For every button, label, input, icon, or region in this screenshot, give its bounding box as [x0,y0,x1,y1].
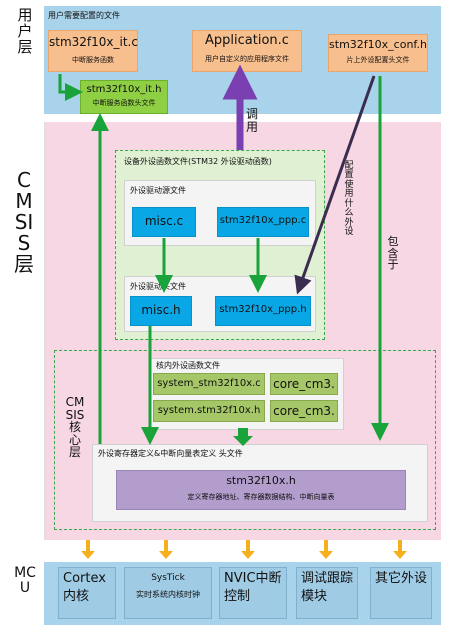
register-def-title: 外设寄存器定义&中断向量表定义 头文件 [98,449,243,458]
file-stm32f10x-it-c: stm32f10x_it.c 中断服务函数 [48,30,138,72]
device-driver-title: 设备外设函数文件(STM32 外设驱动函数) [124,157,272,166]
user-layer-caption: 用户需要配置的文件 [48,11,120,20]
file-desc: 用户自定义的应用程序文件 [205,55,289,63]
cmsis-core-label: CMSIS核心层 [65,395,85,460]
file-stm32f10x-h: stm32f10x.h 定义寄存器地址、寄存器数据结构、中断向量表 [116,470,406,510]
systick-title: SysTick [151,573,185,583]
file-core-cm3-c: core_cm3. [270,373,338,395]
arrow-itc-to-ith [58,74,83,101]
call-label: 调用 [245,107,258,134]
arrow-configure [294,75,376,295]
mcu-nvic: NVIC中断控制 [219,567,287,619]
arrow-core-to-regdef-head [233,436,253,446]
mcu-cortex-core: Cortex内核 [58,567,116,619]
cmsis-core-group [54,350,436,530]
mcu-debug: 调试跟踪模块 [296,567,358,619]
file-desc: 中断服务函数 [72,56,114,64]
file-name: stm32f10x.h [226,474,296,487]
file-name: stm32f10x_conf.h [329,38,427,51]
file-name: Application.c [205,33,289,48]
arrow-core-to-regdef-shaft [238,428,248,436]
mcu-other-peripherals: 其它外设 [370,567,432,619]
file-core-cm3-h: core_cm3. [270,400,338,422]
file-stm32f10x-ppp-h: stm32f10x_ppp.h [215,296,311,326]
file-misc-h: misc.h [130,296,192,326]
file-desc: 定义寄存器地址、寄存器数据结构、中断向量表 [187,493,335,501]
configure-label: 配置使用什么外设 [344,161,354,238]
file-stm32f10x-it-h: stm32f10x_it.h 中断服务函数头文件 [80,80,168,114]
mcu-arrows [81,540,407,559]
core-peripheral-title: 核内外设函数文件 [156,361,220,370]
user-layer-label: 用户层 [17,6,33,56]
mcu-layer-label: MCU [14,565,36,596]
driver-source-title: 外设驱动源文件 [130,186,186,195]
systick-desc: 实时系统内核时钟 [136,590,200,600]
include-label: 包含于 [387,235,399,272]
file-system-stm32f10x-c: system_stm32f10x.c [153,373,265,395]
file-system-stm32f10x-h: system.stm32f10x.h [153,400,265,422]
file-desc: 片上外设配置头文件 [346,56,410,64]
file-misc-c: misc.c [132,207,196,237]
file-name: stm32f10x_it.h [86,84,162,95]
cmsis-layer-label: CMSIS层 [14,168,34,276]
file-stm32f10x-ppp-c: stm32f10x_ppp.c [217,207,309,237]
file-stm32f10x-conf-h: stm32f10x_conf.h 片上外设配置头文件 [328,34,428,72]
file-name: stm32f10x_it.c [49,35,138,49]
mcu-systick: SysTick 实时系统内核时钟 [124,567,212,619]
file-desc: 中断服务函数头文件 [92,99,156,107]
